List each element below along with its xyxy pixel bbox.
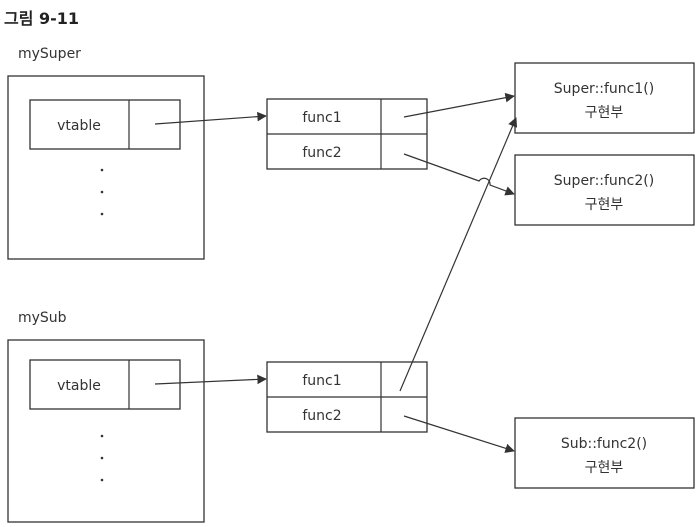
super-vtable-row-func1: func1: [302, 110, 341, 126]
figure-title: 그림 9-11: [4, 9, 79, 28]
super-vtable-label: vtable: [57, 118, 101, 134]
super-object-label: mySuper: [18, 46, 81, 62]
sub-vtable-row-func2: func2: [302, 408, 341, 424]
sub-func2-impl-name: Sub::func2(): [561, 436, 647, 452]
sub-object-ellipsis: [100, 434, 104, 482]
super-func1-impl-desc: 구현부: [585, 105, 624, 121]
arrow-sub-func2-to-impl: [403, 415, 515, 453]
sub-object-label: mySub: [18, 310, 67, 326]
super-func2-impl-box: [514, 154, 695, 226]
sub-func2-impl-box: [514, 417, 695, 489]
sub-vtable-pointer-box: [29, 359, 181, 410]
arrow-sub-ptr-to-vtable: [154, 374, 267, 385]
sub-func2-impl-desc: 구현부: [585, 460, 624, 476]
super-vtable-row-func2: func2: [302, 145, 341, 161]
arrow-super-func2-to-impl: [403, 153, 515, 196]
arrow-super-ptr-to-vtable: [154, 111, 267, 125]
super-vtable-pointer-box: [29, 99, 181, 150]
arrow-sub-func1-to-super-impl: [399, 117, 518, 392]
super-func2-impl-name: Super::func2(): [554, 173, 654, 189]
super-func1-impl-name: Super::func1(): [554, 81, 654, 97]
sub-vtable-row-func1: func1: [302, 373, 341, 389]
super-func2-impl-desc: 구현부: [585, 197, 624, 213]
super-object-ellipsis: [100, 168, 104, 216]
super-func1-impl-box: [514, 62, 695, 134]
arrow-super-func1-to-impl: [403, 92, 515, 118]
sub-vtable-label: vtable: [57, 378, 101, 394]
